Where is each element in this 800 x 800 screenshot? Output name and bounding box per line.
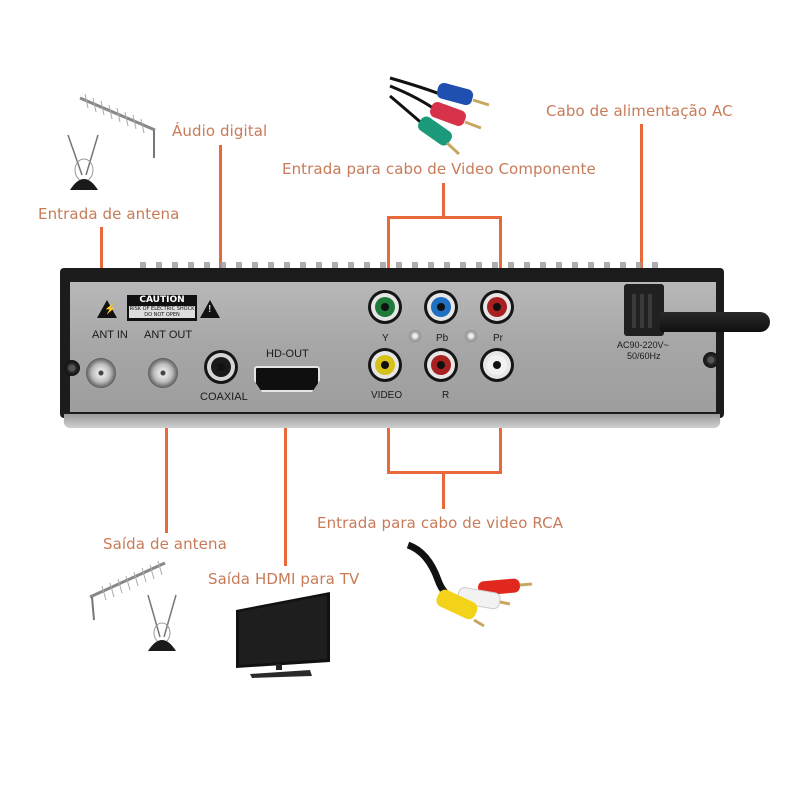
ant-out-port[interactable]	[148, 358, 178, 388]
hd-out-label: HD-OUT	[266, 348, 309, 360]
top-vents	[140, 262, 660, 270]
box-bottom-edge	[64, 414, 720, 428]
audio-l-jack[interactable]	[480, 348, 514, 382]
television-illustration	[236, 592, 330, 678]
label-antenna-out: Saída de antena	[103, 535, 227, 553]
ant-in-label: ANT IN	[92, 329, 128, 341]
antenna-illustration-bottom	[89, 560, 177, 651]
pb-label: Pb	[436, 333, 449, 344]
panel-screw-1	[409, 330, 421, 342]
lightning-warning-icon: ⚡	[97, 300, 117, 318]
antenna-illustration-top	[67, 93, 156, 190]
line-component-stem	[442, 183, 445, 218]
label-rca-video: Entrada para cabo de video RCA	[317, 514, 564, 532]
line-rca-right	[499, 390, 502, 474]
pr-label: Pr	[493, 333, 503, 344]
line-hdmi	[284, 388, 287, 566]
pr-jack[interactable]	[480, 290, 514, 324]
hdmi-port[interactable]	[254, 366, 320, 392]
power-connector[interactable]	[624, 284, 664, 336]
line-ac-power	[640, 124, 643, 286]
label-audio-digital: Áudio digital	[172, 122, 268, 140]
video-jack[interactable]	[368, 348, 402, 382]
video-label: VIDEO	[371, 390, 403, 401]
pb-jack[interactable]	[424, 290, 458, 324]
line-component-left	[387, 216, 390, 292]
caution-title: CAUTION	[127, 295, 197, 306]
coaxial-label: COAXIAL	[200, 391, 248, 403]
y-label: Y	[382, 333, 389, 344]
label-hdmi-out: Saída HDMI para TV	[208, 570, 360, 588]
line-audio-digital	[219, 145, 222, 345]
line-component-bar	[387, 216, 502, 219]
component-cable-illustration	[389, 76, 490, 156]
power-spec-1: AC90-220V~	[617, 340, 669, 350]
panel-screw-2	[465, 330, 477, 342]
line-rca-left	[387, 390, 390, 474]
rca-cable-illustration	[406, 541, 533, 628]
caution-line-1: RISK OF ELECTRIC SHOCK	[129, 306, 195, 312]
exclamation-warning-icon: !	[200, 300, 220, 318]
line-rca-stem	[442, 471, 445, 509]
line-component-right	[499, 216, 502, 292]
y-jack[interactable]	[368, 290, 402, 324]
line-antenna-out	[165, 395, 168, 533]
caution-line-2: DO NOT OPEN	[129, 312, 195, 318]
power-cable	[660, 312, 770, 332]
ant-in-port[interactable]	[86, 358, 116, 388]
coaxial-port[interactable]	[204, 350, 238, 384]
r-label: R	[442, 390, 450, 401]
ant-out-label: ANT OUT	[144, 329, 193, 341]
power-spec-2: 50/60Hz	[627, 351, 661, 361]
caution-label: CAUTION RISK OF ELECTRIC SHOCK DO NOT OP…	[127, 295, 197, 321]
audio-r-jack[interactable]	[424, 348, 458, 382]
label-ac-power: Cabo de alimentação AC	[546, 102, 733, 120]
right-screw	[703, 352, 719, 368]
label-component-video: Entrada para cabo de Video Componente	[282, 160, 596, 178]
left-screw	[64, 360, 80, 376]
label-antenna-in: Entrada de antena	[38, 205, 180, 223]
